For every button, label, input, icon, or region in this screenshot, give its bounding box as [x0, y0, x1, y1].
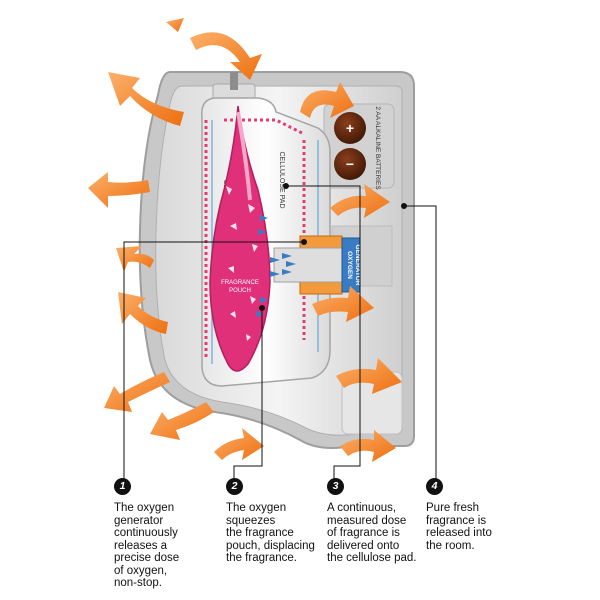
battery-minus-symbol: −: [346, 156, 354, 172]
callout-leaders: [123, 183, 437, 482]
step-1-text: The oxygen generator continuously releas…: [114, 502, 180, 589]
step-3-text: A continuous, measured dose of fragrance…: [327, 502, 417, 564]
leader-4: [404, 205, 437, 482]
callout-step-4: 4 Pure fresh fragrance is released into …: [426, 478, 534, 552]
battery-compartment: + − 2 AA ALKALINE BATTERIES: [323, 103, 395, 190]
fragrance-pouch-label-line1: FRAGRANCE: [221, 280, 259, 286]
leader-4-dot: [401, 203, 407, 209]
oxygen-generator-label-line2: GENERATOR: [354, 245, 361, 286]
step-4-text: Pure fresh fragrance is released into th…: [426, 502, 492, 552]
callout-step-2: 2 The oxygen squeezes the fragrance pouc…: [226, 478, 334, 565]
step-4-badge: 4: [426, 478, 443, 495]
oxygen-generator: OXYGEN GENERATOR: [273, 235, 361, 295]
fragrance-pouch-label-line2: POUCH: [229, 288, 251, 294]
step-2-text: The oxygen squeezes the fragrance pouch,…: [226, 502, 315, 564]
battery-negative: [334, 148, 366, 180]
oxygen-flow-arrows: [256, 215, 296, 317]
callout-step-3: 3 A continuous, measured dose of fragran…: [327, 478, 435, 565]
leader-1-dot: [301, 239, 307, 245]
leader-2: [233, 308, 263, 482]
leader-1: [123, 241, 304, 482]
step-3-badge: 3: [327, 478, 344, 495]
battery-plus-symbol: +: [346, 120, 354, 136]
fragrance-pouch: FRAGRANCE POUCH: [209, 105, 271, 372]
oxygen-generator-label-line1: OXYGEN: [346, 251, 353, 279]
callout-step-1: 1 The oxygen generator continuously rele…: [114, 478, 222, 590]
leader-3: [286, 185, 361, 482]
leader-3-dot: [283, 183, 289, 189]
step-2-badge: 2: [226, 478, 243, 495]
step-1-badge: 1: [114, 478, 131, 495]
batteries-label: 2 AA ALKALINE BATTERIES: [374, 106, 381, 190]
leader-2-dot: [259, 305, 265, 311]
cellulose-pad-right-label: CELLULOSE PAD: [278, 151, 285, 208]
battery-positive: [334, 112, 366, 144]
